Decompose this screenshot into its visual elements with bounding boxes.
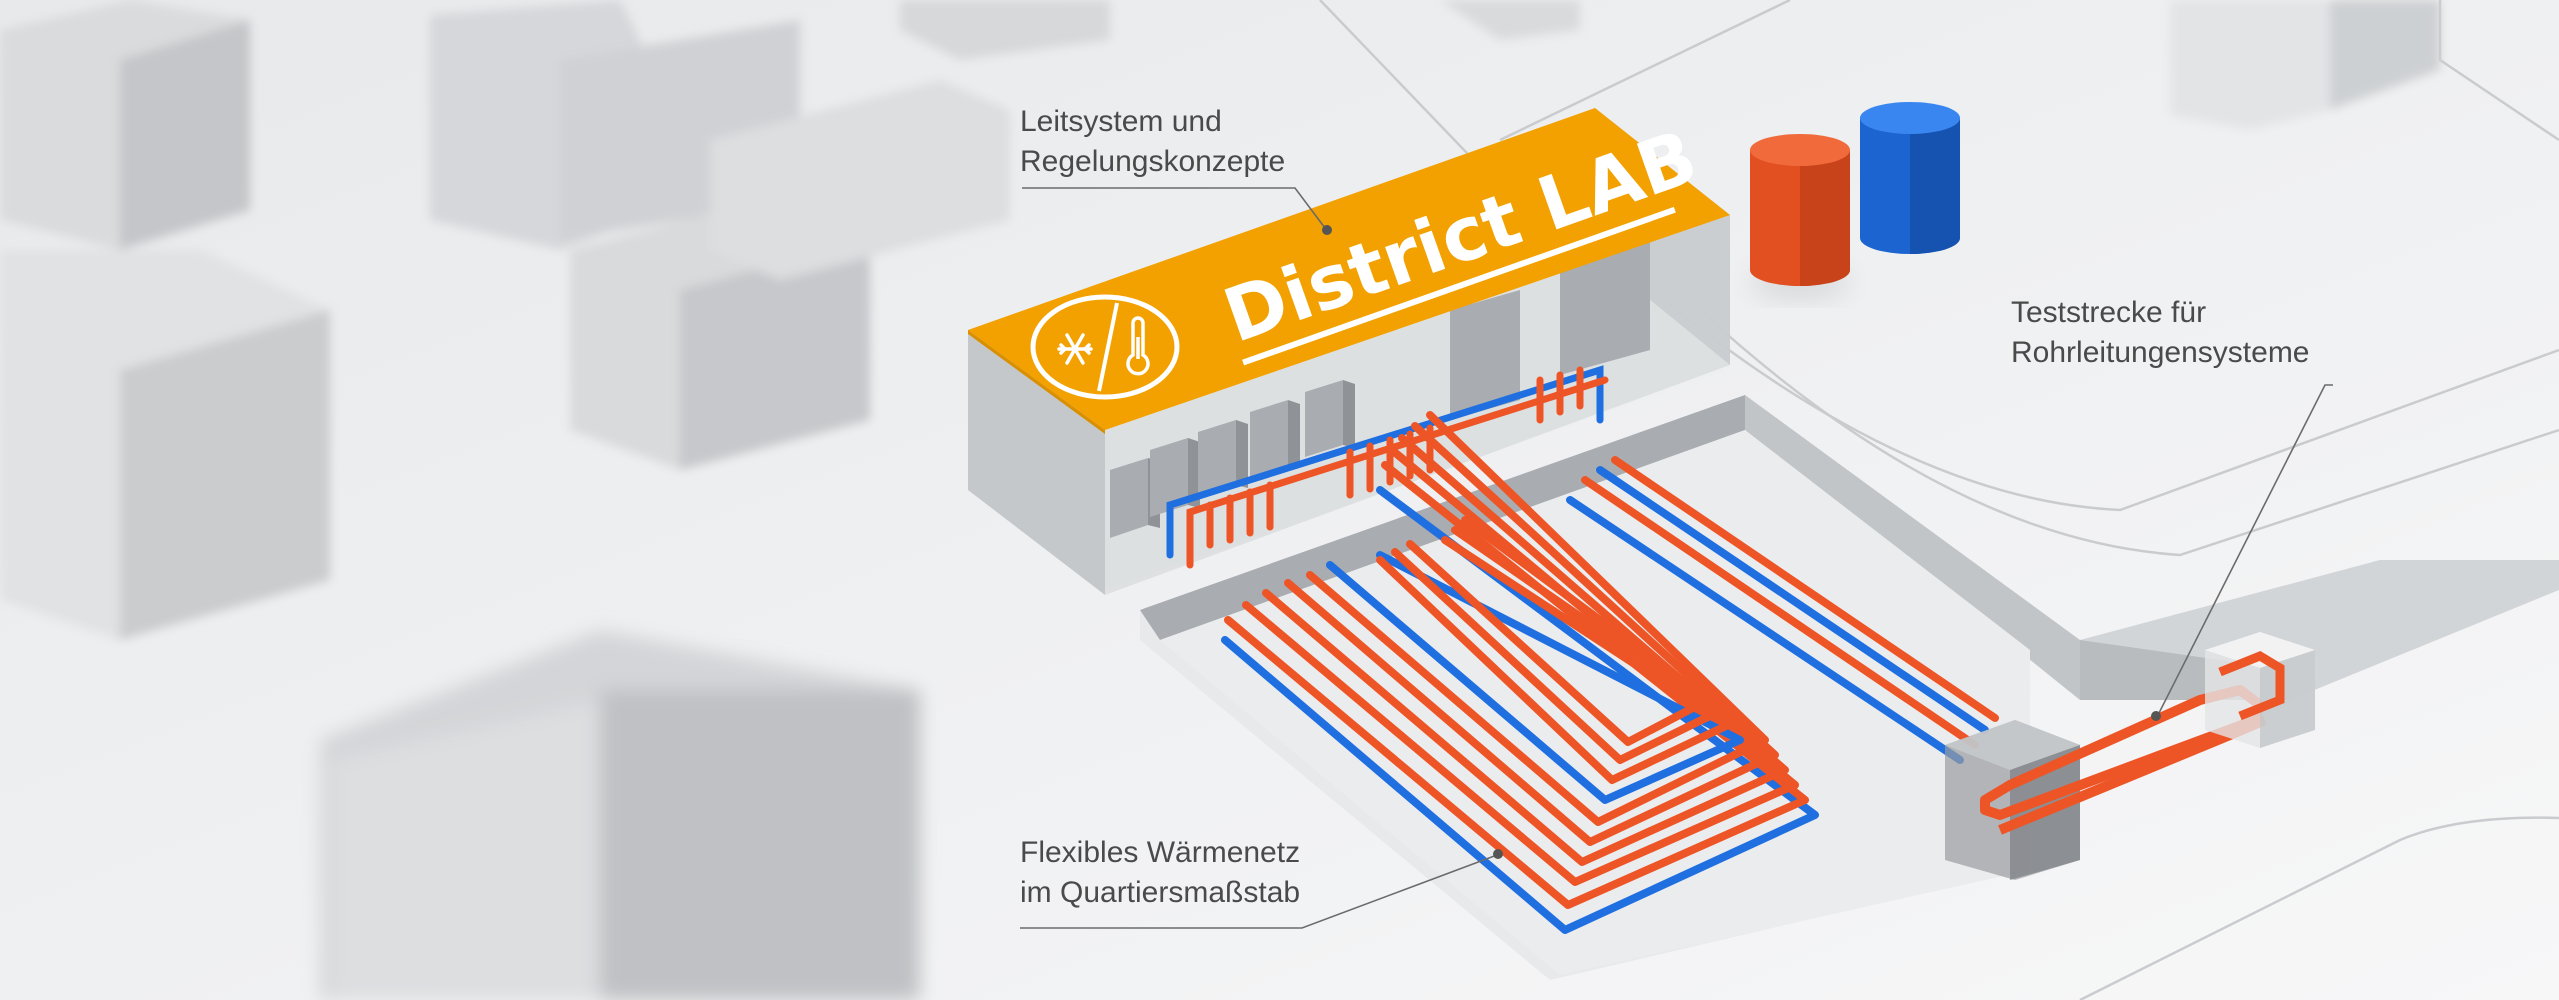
heating-network-pipes — [1221, 411, 1999, 934]
callout-control-system: Leitsystem und Regelungskonzepte — [1020, 102, 1285, 182]
snowflake-icon — [1057, 333, 1093, 365]
callout-network-line1: Flexibles Wärmenetz — [1020, 836, 1301, 869]
callout-control-line2: Regelungskonzepte — [1020, 145, 1286, 178]
hot-tank-top — [1750, 134, 1850, 166]
pipe-hot — [1284, 422, 1779, 846]
cold-tank-top — [1860, 102, 1960, 134]
callout-test-line2: Rohrleitungensysteme — [2011, 336, 2310, 369]
callout-test-section: Teststrecke für Rohrleitungensysteme — [2011, 293, 2310, 373]
pipe-cold — [1221, 486, 1819, 934]
test-section — [1945, 632, 2315, 880]
callout-heating-network: Flexibles Wärmenetz im Quartiersmaßstab — [1020, 833, 1300, 913]
callout-leaders — [1020, 187, 2333, 929]
pipe-hot — [1581, 476, 1979, 749]
lab-roof — [968, 108, 1730, 430]
pipe-hot — [1376, 536, 1732, 784]
background-buildings — [0, 0, 1580, 640]
callout-control-line1: Leitsystem und — [1020, 105, 1222, 138]
pipe-hot — [1391, 526, 1722, 764]
right-buildings — [2170, 0, 2440, 130]
pipe-cold — [1566, 496, 1964, 764]
storage-tanks — [1750, 102, 1960, 298]
pipe-cold — [1596, 466, 1989, 734]
lab-emblem — [1030, 294, 1180, 400]
heating-network-trench — [1140, 395, 2080, 980]
pipe-cold — [1326, 551, 1744, 804]
callout-test-line1: Teststrecke für — [2011, 296, 2207, 329]
control-cabinets — [1110, 240, 1650, 538]
pipe-hot — [1406, 516, 1712, 746]
pipe-hot — [1611, 456, 1999, 722]
callout-dots — [1322, 225, 2161, 859]
thermometer-icon — [1126, 316, 1150, 376]
building-manifold-pipes — [1166, 365, 1609, 569]
foreground-buildings — [320, 630, 920, 1000]
pipe-hot — [1262, 434, 1789, 866]
pipe-hot — [1224, 461, 1809, 909]
callout-network-line2: im Quartiersmaßstab — [1020, 876, 1301, 909]
pipe-hot — [1306, 411, 1769, 826]
